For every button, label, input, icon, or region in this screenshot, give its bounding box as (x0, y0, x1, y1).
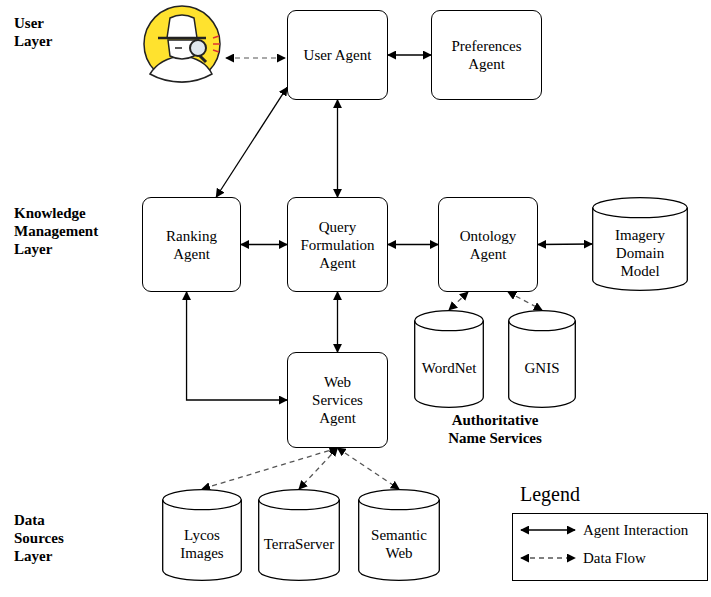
database-cylinder: Imagery Domain Model (592, 197, 688, 291)
legend-text: Agent Interaction (583, 522, 688, 539)
node-label: Preferences Agent (438, 37, 535, 73)
cylinder-body (509, 311, 576, 408)
agent-box: Preferences Agent (431, 10, 542, 100)
node-label: WordNet (422, 359, 477, 377)
cylinder-rim (359, 500, 440, 510)
cylinder-body (163, 490, 242, 581)
user-icon (144, 6, 220, 82)
node-label: Ontology Agent (453, 227, 523, 263)
node-label: Web Services Agent (305, 373, 371, 427)
data-flow-arrow (299, 448, 338, 489)
node-label: GNIS (524, 359, 559, 377)
agent-box: Query Formulation Agent (287, 197, 388, 292)
agent-interaction-arrow (187, 292, 287, 400)
legend-title: Legend (520, 482, 610, 506)
legend-box: Agent InteractionData Flow (512, 513, 708, 581)
cylinder-body (359, 490, 440, 581)
cylinder-rim (593, 208, 688, 218)
data-flow-arrow (202, 448, 338, 489)
agent-interaction-arrow (337, 292, 338, 352)
cylinder-rim (509, 321, 576, 331)
cylinder-rim (163, 500, 242, 510)
agent-box: Ontology Agent (438, 197, 538, 292)
legend-text: Data Flow (583, 550, 646, 567)
node-label: User Agent (304, 46, 372, 64)
cylinder-body (259, 490, 340, 581)
legend-entry: Agent Interaction (519, 520, 688, 540)
group-label: Authoritative Name Services (440, 411, 550, 447)
node-label: TerraServer (264, 535, 335, 553)
legend-sample (519, 548, 577, 568)
database-cylinder: GNIS (508, 310, 576, 408)
agent-box: User Agent (287, 10, 388, 100)
database-cylinder: Lycos Images (162, 489, 242, 581)
agent-interaction-arrow (388, 244, 438, 245)
agent-interaction-arrow (337, 100, 338, 197)
layer-label: Knowledge Management Layer (14, 204, 124, 258)
database-cylinder: TerraServer (258, 489, 340, 581)
database-cylinder: WordNet (414, 310, 484, 408)
node-label: Query Formulation Agent (294, 218, 381, 272)
legend-sample (519, 520, 577, 540)
agent-interaction-arrow (538, 243, 592, 245)
cylinder-outline (508, 310, 576, 408)
cylinder-body (415, 311, 484, 408)
cylinder-body (593, 198, 688, 291)
user-data-flow (226, 57, 285, 58)
layer-label: Data Sources Layer (14, 511, 84, 565)
agent-box: Web Services Agent (287, 352, 388, 448)
cylinder-outline (414, 310, 484, 408)
agent-interaction-arrow (216, 87, 287, 197)
node-label: Ranking Agent (157, 227, 227, 263)
agent-box: Ranking Agent (142, 197, 241, 292)
node-label: Semantic Web (366, 526, 432, 562)
agent-interaction-arrow (241, 244, 287, 245)
layer-label: User Layer (14, 14, 84, 50)
cylinder-rim (259, 500, 340, 510)
node-label: Lycos Images (172, 526, 232, 562)
agent-interaction-arrow (388, 54, 431, 55)
legend-entry: Data Flow (519, 548, 646, 568)
data-flow-arrow (508, 292, 542, 310)
node-label: Imagery Domain Model (605, 226, 675, 280)
cylinder-outline (258, 489, 340, 581)
data-flow-arrow (338, 448, 400, 489)
data-flow-arrow (449, 292, 468, 310)
cylinder-rim (415, 321, 484, 331)
database-cylinder: Semantic Web (358, 489, 440, 581)
